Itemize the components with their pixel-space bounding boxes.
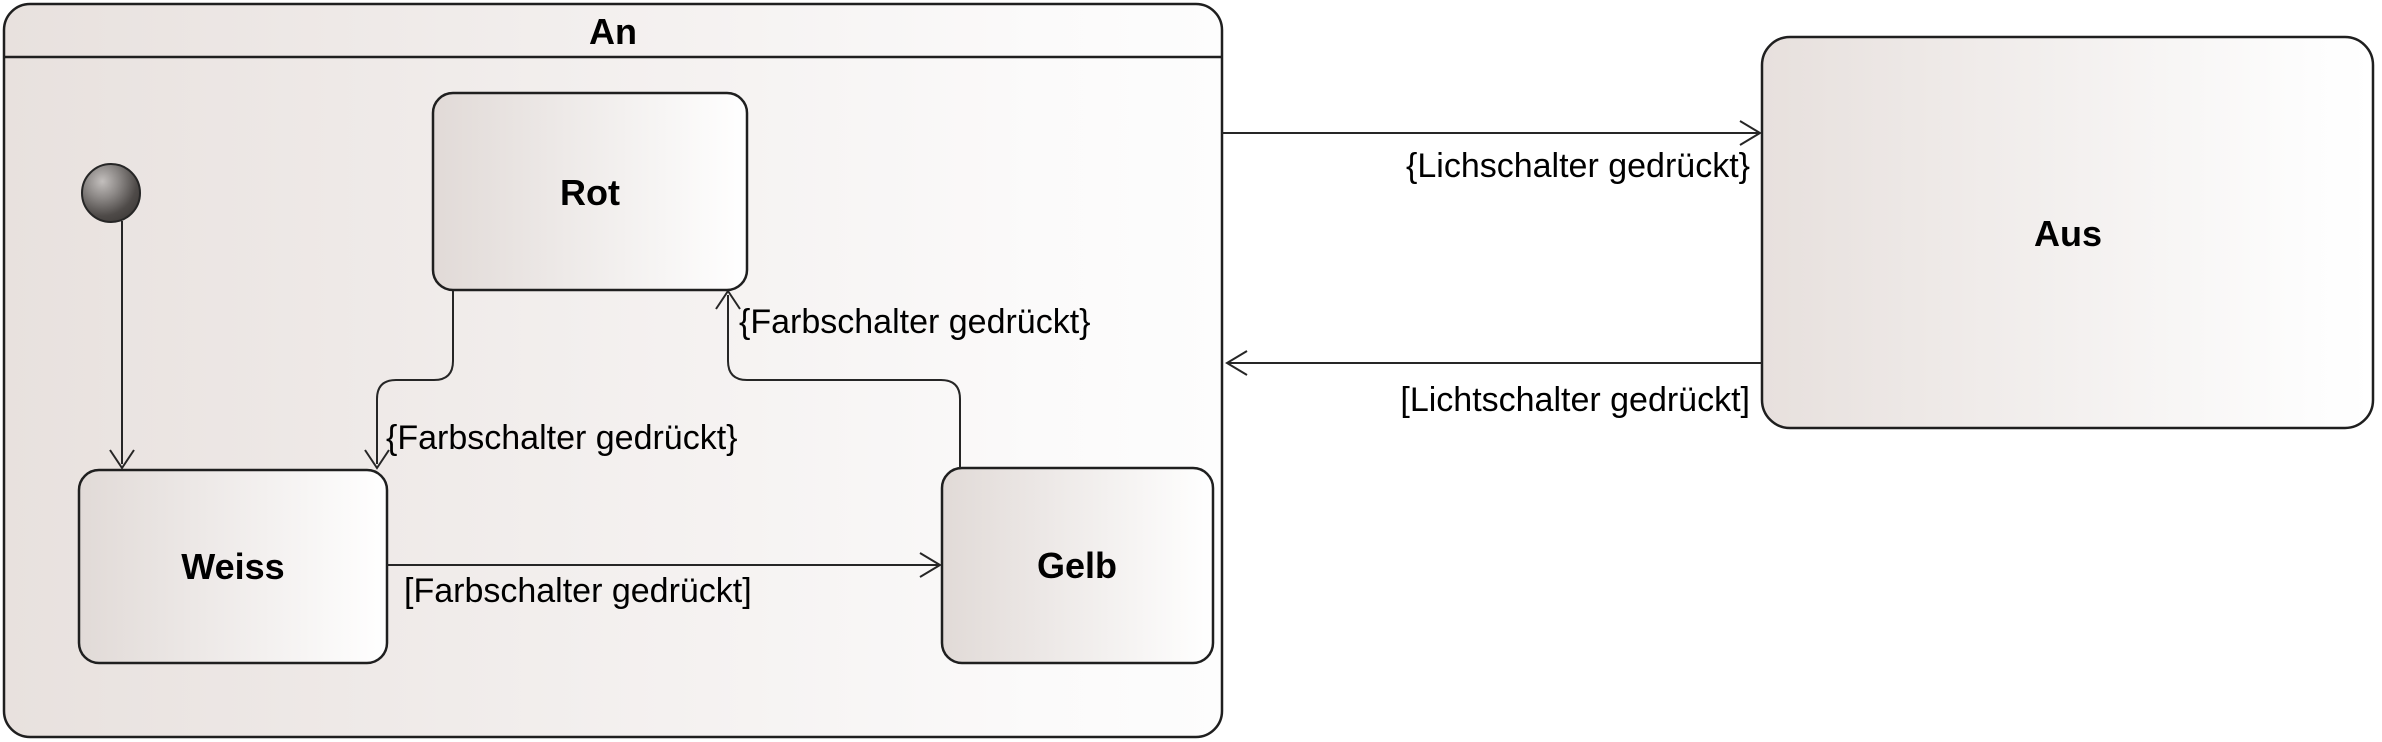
state-an-label: An: [589, 11, 637, 52]
state-gelb-label: Gelb: [1037, 545, 1117, 586]
state-weiss-shape: [77, 468, 389, 665]
state-aus-label: Aus: [2034, 213, 2102, 254]
transition-aus-to-an-label: [Lichtschalter gedrückt]: [1400, 381, 1750, 419]
state-rot: Rot: [431, 91, 749, 292]
transition-gelb-to-rot: {Farbschalter gedrückt}: [715, 289, 1091, 468]
state-aus-shape: [1760, 35, 2375, 430]
transition-gelb-to-rot-arrowhead-icon: [715, 289, 741, 310]
transition-weiss-to-gelb: [Farbschalter gedrückt]: [387, 552, 942, 610]
transition-initial-to-weiss: [109, 221, 135, 470]
transition-an-to-aus-arrowhead-icon: [1739, 120, 1762, 146]
state-rot-shape: [431, 91, 749, 292]
transition-rot-to-weiss-arrowhead-icon: [364, 449, 390, 470]
transition-an-to-aus-label: {Lichschalter gedrückt}: [1406, 147, 1750, 185]
transition-weiss-to-gelb-label: [Farbschalter gedrückt]: [404, 572, 752, 610]
transition-weiss-to-gelb-arrowhead-icon: [919, 552, 942, 578]
transition-rot-to-weiss: {Farbschalter gedrückt}: [364, 291, 738, 470]
transition-rot-to-weiss-label: {Farbschalter gedrückt}: [386, 419, 738, 457]
transition-gelb-to-rot-label: {Farbschalter gedrückt}: [739, 303, 1091, 341]
state-gelb: Gelb: [940, 466, 1215, 665]
transition-aus-to-an: [Lichtschalter gedrückt]: [1225, 350, 1762, 419]
transition-gelb-to-rot-line: [727, 295, 961, 468]
transition-aus-to-an-arrowhead-icon: [1225, 350, 1248, 376]
state-aus: Aus: [1760, 35, 2375, 430]
initial-state: [81, 163, 141, 223]
transition-rot-to-weiss-line: [376, 291, 454, 464]
state-gelb-shape: [940, 466, 1215, 665]
state-weiss-label: Weiss: [181, 546, 284, 587]
state-weiss: Weiss: [77, 468, 389, 665]
transition-an-to-aus: {Lichschalter gedrückt}: [1222, 120, 1762, 185]
state-rot-label: Rot: [560, 172, 620, 213]
initial-state-icon: [81, 163, 141, 223]
transition-initial-to-weiss-arrowhead-icon: [109, 449, 135, 470]
